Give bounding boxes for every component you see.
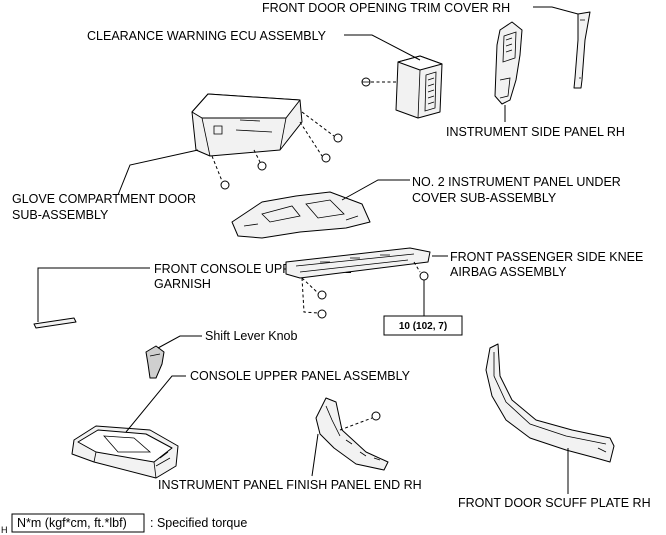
label-console-upper-panel-assembly: CONSOLE UPPER PANEL ASSEMBLY [190, 369, 411, 383]
knee-airbag-part [285, 247, 431, 279]
leader-console-garnish [37, 267, 150, 322]
label-knee-airbag-line2: AIRBAG ASSEMBLY [450, 265, 567, 279]
leader-glove-compartment [117, 149, 199, 196]
no2-instrument-panel-under-cover-part [231, 191, 371, 239]
glove-compartment-door-part [191, 93, 303, 157]
dash-screw-1 [301, 111, 335, 137]
label-knee-airbag-line1: FRONT PASSENGER SIDE KNEE [450, 250, 643, 264]
dash-finish-panel-screw [339, 417, 373, 431]
dash-screw-3 [253, 149, 261, 163]
front-door-opening-trim-cover-part [573, 11, 591, 89]
dash-airbag-bolt-1 [413, 261, 421, 273]
label-instrument-side-panel-rh: INSTRUMENT SIDE PANEL RH [446, 125, 625, 139]
console-upper-panel-part [71, 425, 179, 479]
label-front-door-scuff-plate-rh: FRONT DOOR SCUFF PLATE RH [458, 496, 651, 510]
leader-finish-panel-end [311, 433, 319, 477]
label-clearance-warning-ecu: CLEARANCE WARNING ECU ASSEMBLY [87, 29, 327, 43]
legend-units-box [11, 513, 145, 533]
dash-airbag-bolt-2 [301, 277, 319, 294]
leader-console-upper-panel [125, 375, 186, 433]
bolts-knee-airbag [317, 271, 429, 319]
label-glove-compartment-line2: SUB-ASSEMBLY [12, 208, 109, 222]
leader-no2-under-cover [341, 179, 410, 201]
front-door-scuff-plate-part [485, 343, 615, 463]
dash-screw-4 [211, 155, 223, 182]
label-no2-under-cover-line1: NO. 2 INSTRUMENT PANEL UNDER [412, 175, 621, 189]
legend-description: : Specified torque [150, 516, 247, 530]
label-instrument-panel-finish-panel-end-rh: INSTRUMENT PANEL FINISH PANEL END RH [158, 478, 422, 492]
label-front-door-opening-trim-cover-rh: FRONT DOOR OPENING TRIM COVER RH [262, 1, 510, 15]
dash-screw-2 [299, 121, 323, 157]
dash-airbag-bolt-3 [301, 277, 319, 314]
label-no2-under-cover-line2: COVER SUB-ASSEMBLY [412, 191, 557, 205]
label-glove-compartment-line1: GLOVE COMPARTMENT DOOR [12, 192, 196, 206]
screw-finish-panel [371, 411, 381, 421]
clearance-warning-ecu-part [395, 55, 443, 119]
leader-front-door-opening-trim [533, 6, 579, 15]
instrument-panel-finish-end-part [315, 397, 389, 471]
screws-glove-compartment [220, 133, 343, 190]
torque-callout-box [383, 315, 463, 336]
diagram-id: H [1, 525, 8, 535]
clip-ecu [361, 77, 371, 87]
front-console-garnish-part [33, 317, 77, 329]
leader-ecu [344, 34, 421, 61]
leader-shift-knob [157, 335, 202, 349]
label-console-garnish-line2: GARNISH [154, 277, 211, 291]
legend-units-text: N*m (kgf*cm, ft.*lbf) [17, 516, 127, 530]
label-shift-lever-knob: Shift Lever Knob [205, 329, 297, 343]
instrument-side-panel-part [494, 21, 523, 105]
torque-callout-value: 10 (102, 7) [399, 321, 447, 332]
shift-lever-knob-part [145, 345, 165, 379]
